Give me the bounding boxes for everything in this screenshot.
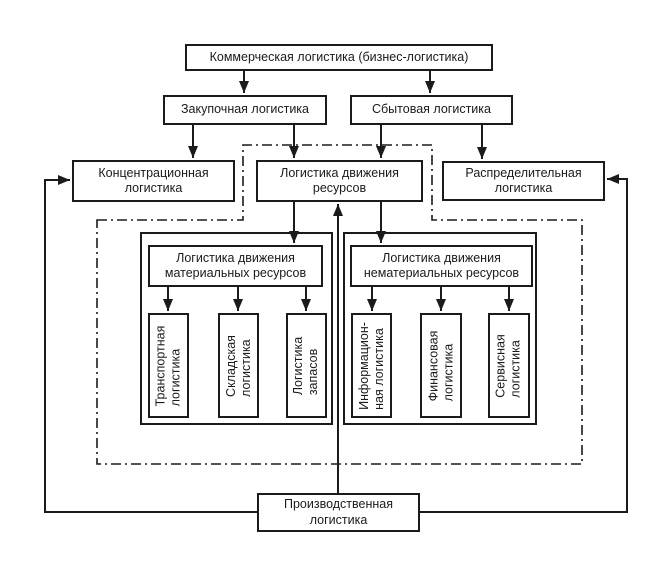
node-warehouse-logistics-label: Складская логистика [223,334,253,397]
material-resources-group-frame [140,232,333,425]
node-distribution-logistics-label: Распределительная логистика [465,165,582,195]
node-purchasing-logistics-label: Закупочная логистика [181,102,309,117]
node-sales-logistics: Сбытовая логистика [350,95,513,125]
node-service-logistics-label: Сервисная логистика [494,333,523,398]
node-production-logistics-label: Производственная логистика [283,497,394,527]
node-financial-logistics-label: Финансовая логистика [426,330,455,401]
node-distribution-logistics: Распределительная логистика [442,161,605,201]
node-immaterial-resources-logistics-label: Логистика движения нематериальных ресурс… [363,250,520,280]
node-transport-logistics: Транспортная логистика [148,313,189,418]
node-purchasing-logistics: Закупочная логистика [163,95,327,125]
node-material-resources-logistics-label: Логистика движения материальных ресурсов [164,250,307,280]
node-transport-logistics-label: Транспортная логистика [153,325,183,406]
node-commercial-logistics: Коммерческая логистика (бизнес-логистика… [185,44,493,71]
node-financial-logistics: Финансовая логистика [420,313,462,418]
node-information-logistics-label: Информацион- ная логистика [356,321,386,410]
node-resource-movement-logistics-label: Логистика движения ресурсов [280,165,399,195]
node-service-logistics: Сервисная логистика [488,313,530,418]
node-material-resources-logistics: Логистика движения материальных ресурсов [148,245,323,287]
node-sales-logistics-label: Сбытовая логистика [372,102,491,117]
node-concentration-logistics-label: Концентрационная логистика [98,165,209,195]
node-immaterial-resources-logistics: Логистика движения нематериальных ресурс… [350,245,533,287]
node-concentration-logistics: Концентрационная логистика [72,160,235,202]
immaterial-resources-group-frame [343,232,537,425]
node-commercial-logistics-label: Коммерческая логистика (бизнес-логистика… [209,49,469,64]
node-stocks-logistics: Логистика запасов [286,313,327,418]
node-production-logistics: Производственная логистика [257,493,420,532]
node-stocks-logistics-label: Логистика запасов [291,336,321,395]
node-resource-movement-logistics: Логистика движения ресурсов [256,160,423,202]
node-warehouse-logistics: Складская логистика [218,313,259,418]
node-information-logistics: Информацион- ная логистика [351,313,392,418]
